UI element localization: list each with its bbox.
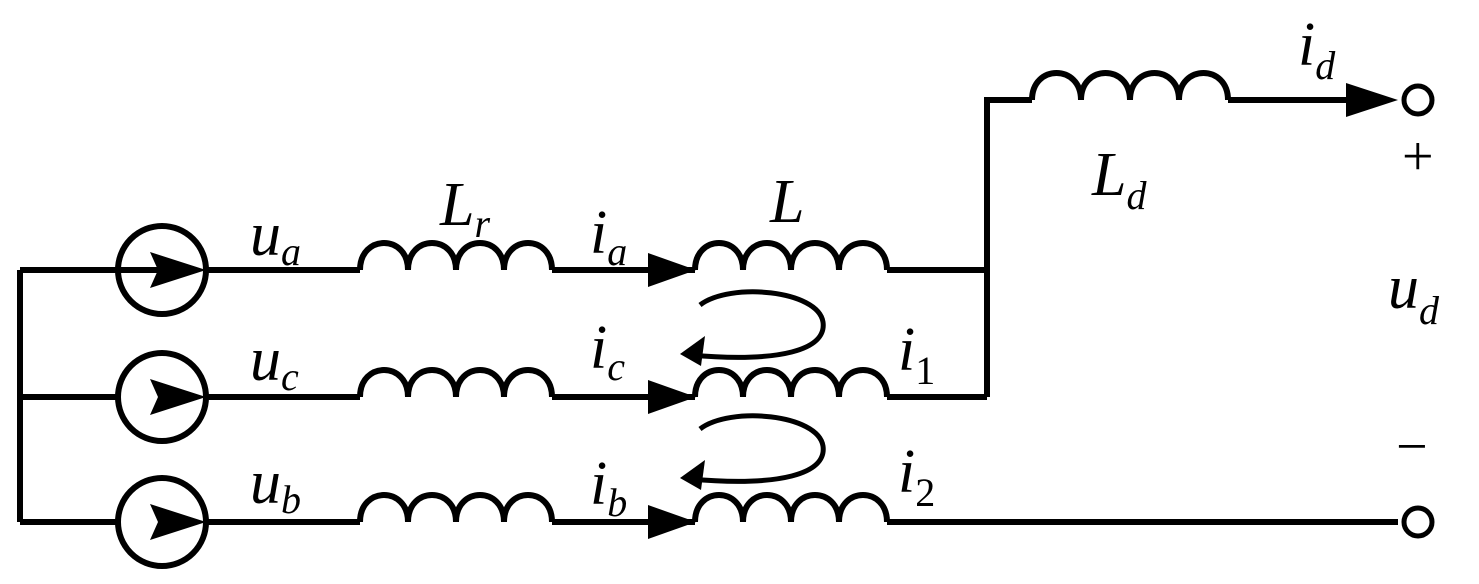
inductor-L-winding-c (692, 367, 890, 398)
current-ib-arrow-icon (648, 505, 696, 539)
circulating-current-lower-arrow-icon (680, 460, 705, 490)
inductor-L-winding-a (692, 240, 890, 271)
current-id-arrow-icon (1346, 83, 1398, 117)
label-ud: ud (1388, 254, 1440, 333)
right-bus-wire (984, 97, 1032, 397)
label-i2: i2 (898, 438, 935, 515)
label-L: L (769, 168, 804, 236)
label-ub: ub (250, 449, 301, 522)
inductor-row-b (357, 492, 555, 523)
plus-sign: + (1402, 126, 1434, 188)
current-ia-arrow-icon (648, 253, 696, 287)
label-ic: ic (590, 314, 625, 389)
label-i1: i1 (898, 316, 935, 393)
inductor-L-winding-b (692, 492, 890, 523)
label-Lr: Lr (439, 171, 490, 246)
source-c-arrow-icon (150, 379, 206, 415)
label-Ld: Ld (1091, 141, 1147, 218)
inductor-Ld (1029, 70, 1231, 101)
inductor-row-c (357, 367, 555, 398)
label-ib: ib (590, 450, 627, 525)
current-ic-arrow-icon (648, 380, 696, 414)
source-b-arrow-icon (150, 504, 206, 540)
label-ia: ia (590, 199, 627, 274)
output-terminal-negative (1401, 505, 1435, 539)
inductor-Lr (357, 240, 555, 271)
circulating-current-upper-arrow-icon (680, 336, 705, 366)
source-a-arrow-icon (150, 252, 206, 288)
output-terminal-positive (1401, 83, 1435, 117)
minus-sign: − (1396, 416, 1428, 478)
label-ua: ua (250, 201, 301, 274)
label-uc: uc (250, 326, 299, 399)
circulating-current-lower-curl (689, 413, 826, 484)
label-id: id (1298, 11, 1336, 88)
circulating-current-upper-curl (689, 289, 826, 360)
